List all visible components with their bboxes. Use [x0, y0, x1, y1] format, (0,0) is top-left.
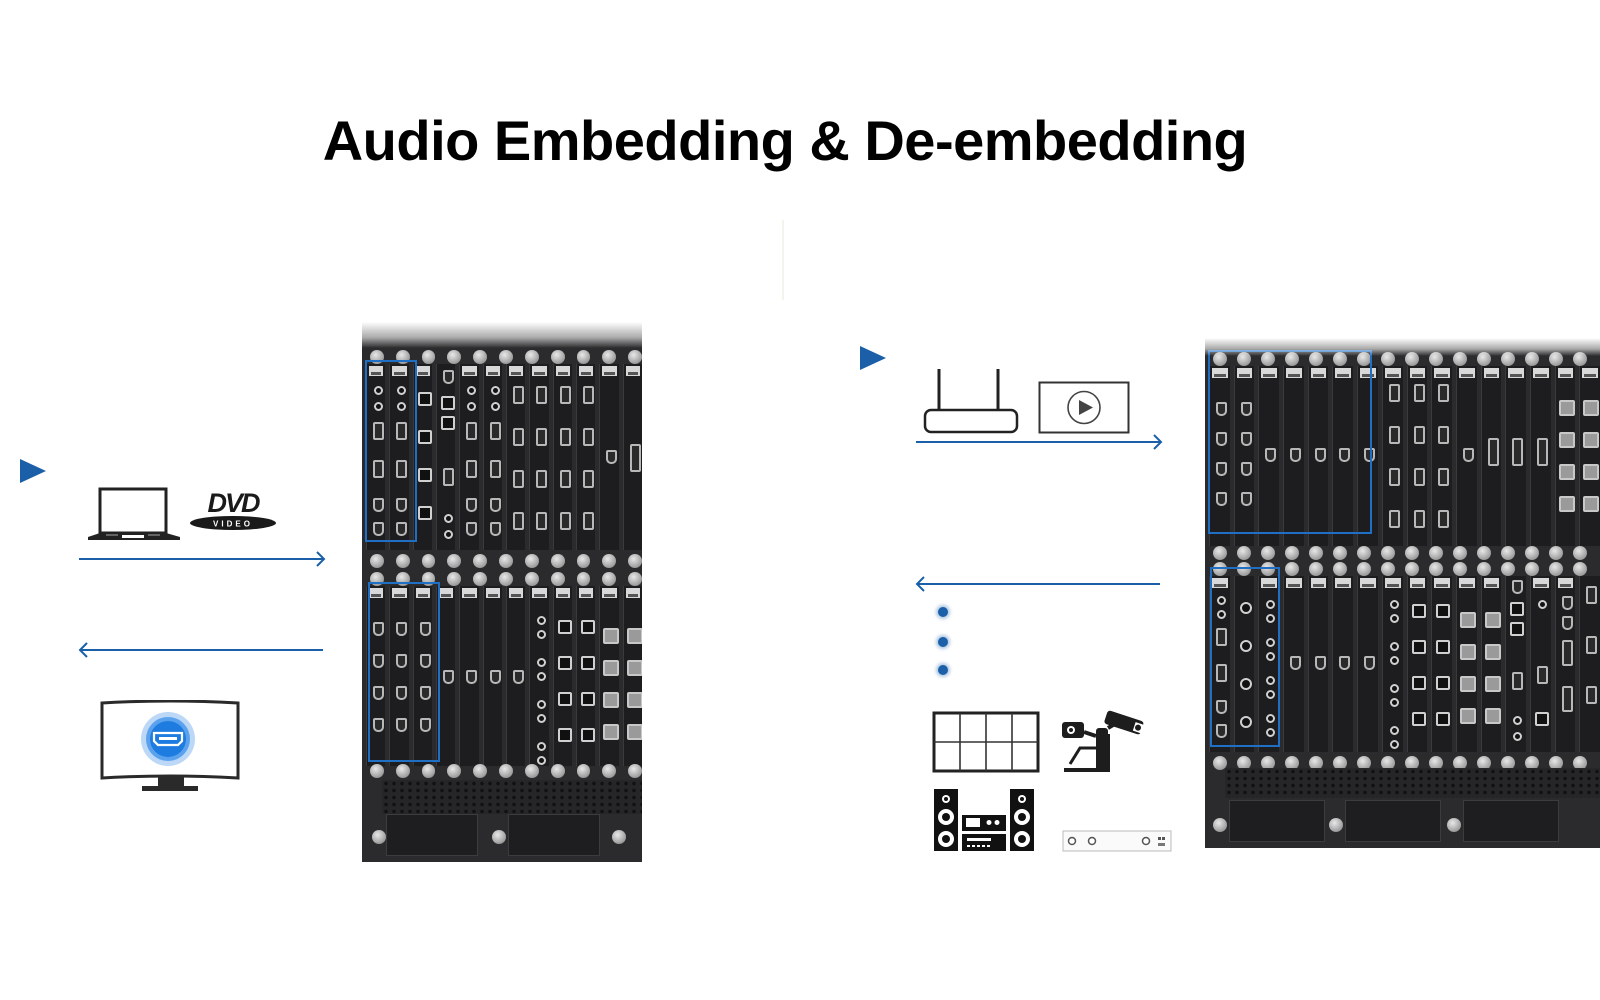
- embedding-input-cards-highlight: [365, 360, 417, 542]
- matrix-switcher-chassis-right: [1205, 338, 1600, 848]
- laptop-icon: [86, 487, 182, 548]
- embedding-output-cards-highlight: [368, 582, 440, 762]
- output-arrow-left: [914, 576, 1162, 592]
- audio-device-panel-icon: [1062, 830, 1172, 857]
- de-embedding-output-cards-highlight: [1210, 567, 1280, 747]
- matrix-switcher-chassis-left: [362, 322, 642, 862]
- divider: [782, 220, 784, 300]
- video-player-icon: [1038, 381, 1130, 440]
- curved-monitor-hdmi-icon: [100, 699, 240, 801]
- de-embedding-input-cards-highlight: [1208, 350, 1372, 534]
- video-wall-icon: [932, 711, 1040, 778]
- bullet-point: [938, 607, 948, 617]
- right-section-marker: [860, 346, 886, 370]
- output-arrow-left: [77, 642, 325, 658]
- wifi-router-icon: [922, 367, 1020, 440]
- stereo-system-icon: [933, 787, 1035, 856]
- svg-text:DVD: DVD: [207, 488, 260, 518]
- page-title: Audio Embedding & De-embedding: [322, 109, 1248, 172]
- svg-text:VIDEO: VIDEO: [213, 520, 253, 529]
- bullet-point: [938, 665, 948, 675]
- bullet-point: [938, 637, 948, 647]
- dvd-video-logo-icon: DVD VIDEO: [188, 488, 278, 537]
- input-arrow-right: [916, 434, 1164, 450]
- input-arrow-right: [79, 551, 327, 567]
- security-camera-icon: [1060, 700, 1154, 779]
- left-section-marker: [20, 459, 46, 483]
